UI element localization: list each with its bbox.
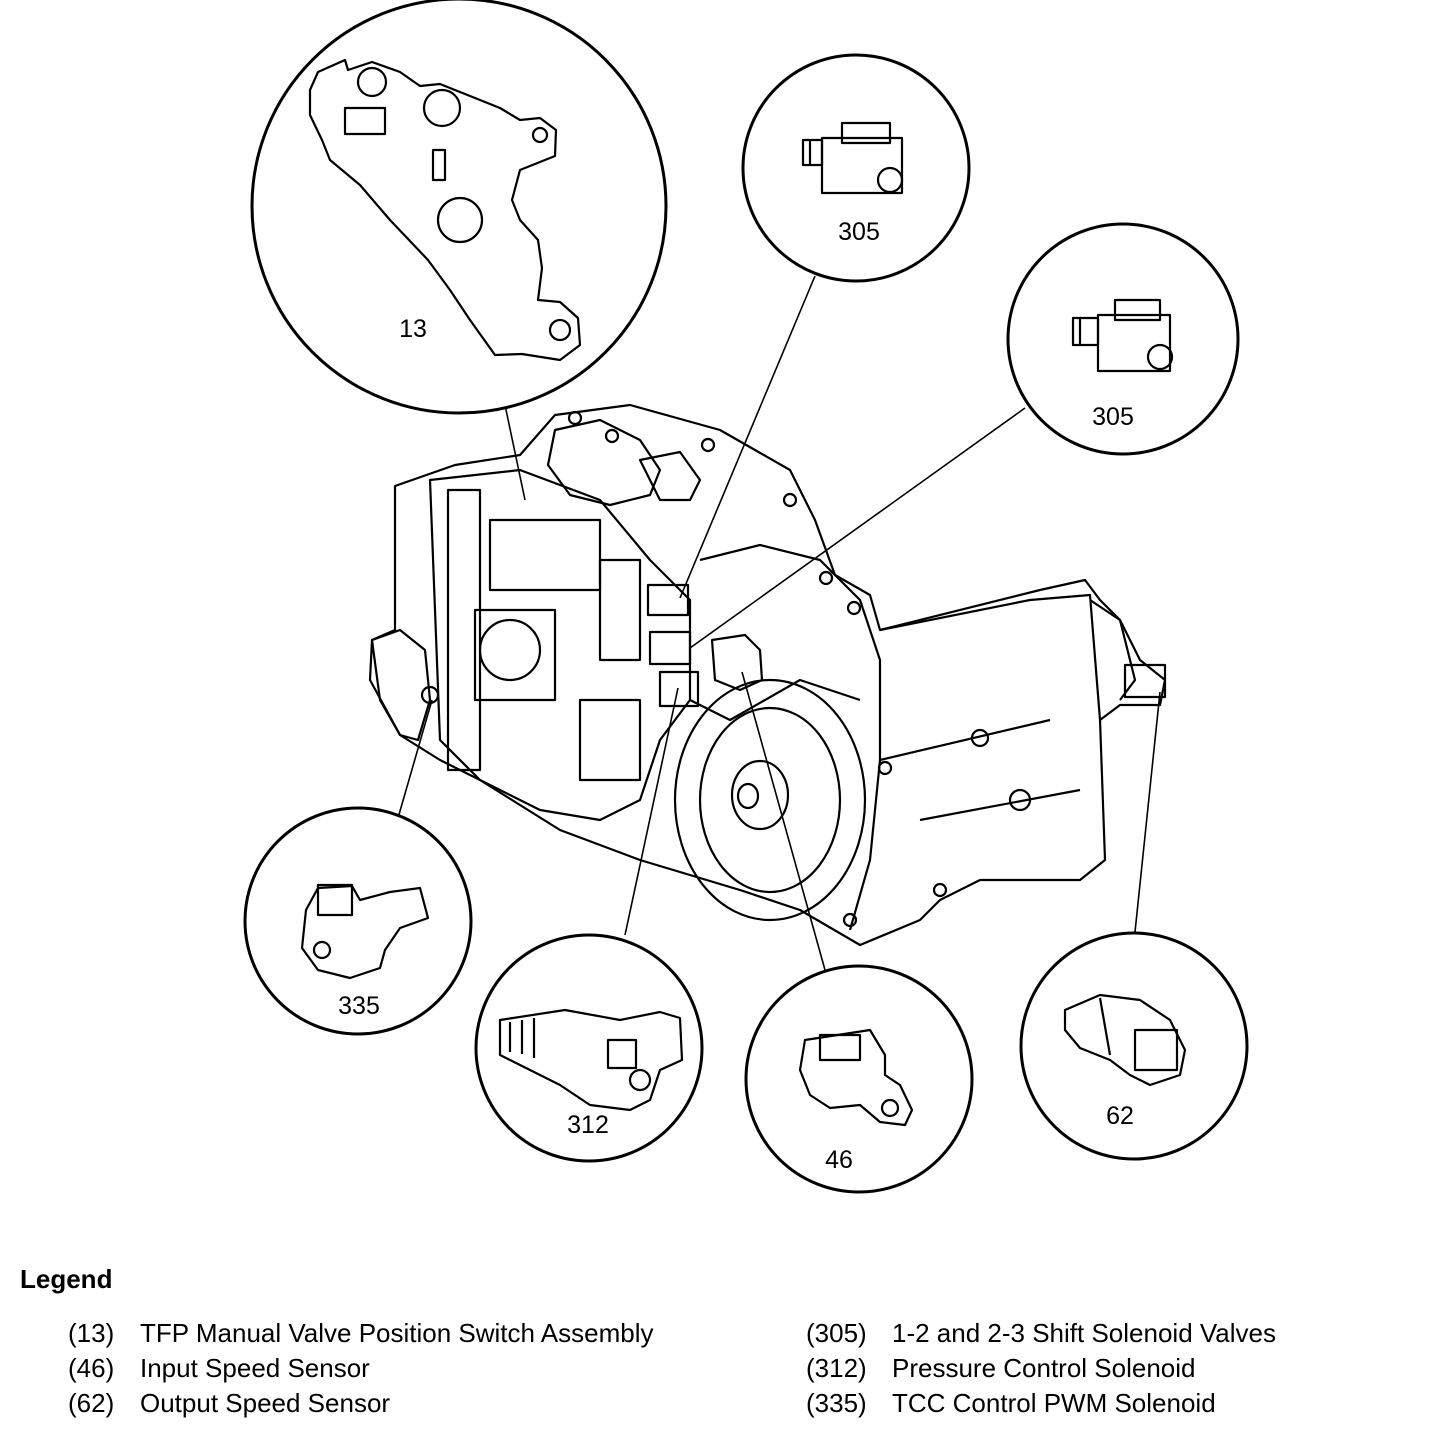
callout-labels: 13 305 305 335 312 46 62 <box>338 218 1134 1174</box>
tfp-switch-plate-sketch <box>308 58 582 362</box>
callout-label-305-lower: 305 <box>1092 403 1134 431</box>
callout-label-335: 335 <box>338 992 380 1020</box>
legend-item: (13) TFP Manual Valve Position Switch As… <box>68 1318 653 1353</box>
callout-label-305-upper: 305 <box>838 218 880 246</box>
legend-item-text: Output Speed Sensor <box>140 1388 391 1418</box>
transmission-diagram: 13 305 305 335 312 46 62 <box>243 0 1249 1194</box>
callout-label-13: 13 <box>399 315 427 343</box>
legend-item-number: (46) <box>68 1353 115 1383</box>
legend-item: (305) 1-2 and 2-3 Shift Solenoid Valves <box>806 1318 1276 1353</box>
legend-title: Legend <box>20 1264 113 1294</box>
tcc-pwm-solenoid-sketch <box>300 884 430 980</box>
callout-circle-305-lower <box>1006 222 1240 456</box>
legend-item: (312) Pressure Control Solenoid <box>806 1353 1276 1388</box>
legend-column-left: (13) TFP Manual Valve Position Switch As… <box>68 1318 653 1423</box>
legend-item-text: Input Speed Sensor <box>140 1353 370 1383</box>
legend-item: (62) Output Speed Sensor <box>68 1388 653 1423</box>
legend-item-text: Pressure Control Solenoid <box>892 1353 1196 1383</box>
legend-item-number: (62) <box>68 1388 115 1418</box>
pressure-control-solenoid-sketch <box>498 1008 684 1112</box>
callout-label-312: 312 <box>567 1111 609 1139</box>
callout-circle-46 <box>744 964 974 1194</box>
legend-item-number: (335) <box>806 1388 867 1418</box>
input-speed-sensor-sketch <box>798 1028 914 1127</box>
transmission-drawing <box>368 403 1167 947</box>
callout-label-62: 62 <box>1106 1102 1134 1130</box>
leader-lines <box>397 275 1161 971</box>
callout-circle-335 <box>243 806 473 1036</box>
legend-item: (335) TCC Control PWM Solenoid <box>806 1388 1276 1423</box>
legend-item-text: TFP Manual Valve Position Switch Assembl… <box>140 1318 654 1348</box>
callout-label-46: 46 <box>825 1146 853 1174</box>
part-sketches <box>300 58 1187 1127</box>
legend-item: (46) Input Speed Sensor <box>68 1353 653 1388</box>
output-speed-sensor-sketch <box>1063 993 1187 1087</box>
callout-circle-312 <box>474 933 704 1163</box>
legend-item-number: (13) <box>68 1318 115 1348</box>
legend-item-text: TCC Control PWM Solenoid <box>892 1388 1216 1418</box>
legend-item-text: 1-2 and 2-3 Shift Solenoid Valves <box>892 1318 1276 1348</box>
callout-circle-305-upper <box>741 53 971 283</box>
callout-circle-13 <box>250 0 668 415</box>
legend-item-number: (312) <box>806 1353 867 1383</box>
legend-item-number: (305) <box>806 1318 867 1348</box>
legend-column-right: (305) 1-2 and 2-3 Shift Solenoid Valves … <box>806 1318 1276 1423</box>
